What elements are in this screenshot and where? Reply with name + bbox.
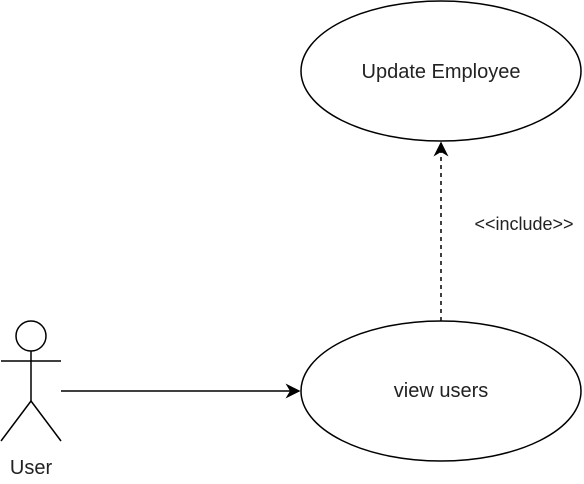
view-users-label: view users [394, 380, 488, 402]
actor-left-leg [0, 400, 32, 442]
actor-user[interactable]: User [0, 320, 62, 479]
actor-label: User [10, 457, 53, 479]
include-relationship[interactable]: <<include>> [433, 141, 574, 321]
update-employee-ellipse [300, 0, 582, 142]
actor-right-leg [30, 400, 62, 442]
update-employee-label: Update Employee [362, 61, 521, 83]
actor-head [15, 320, 47, 352]
use-case-view-users[interactable]: view users [300, 320, 582, 462]
use-case-update-employee[interactable]: Update Employee [300, 0, 582, 142]
include-label: <<include>> [474, 214, 573, 234]
